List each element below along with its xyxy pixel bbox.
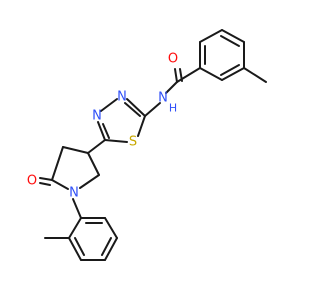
- bond: [62, 146, 89, 154]
- double-bond-inner: [74, 237, 85, 256]
- bond: [126, 98, 146, 117]
- bond-lines: [39, 29, 267, 261]
- double-bond-inner: [39, 182, 51, 186]
- bond: [199, 29, 223, 43]
- bond: [87, 139, 106, 154]
- bond: [104, 139, 128, 143]
- bond: [68, 217, 82, 239]
- double-bond-inner: [124, 102, 141, 117]
- bond: [39, 177, 53, 181]
- carbonyl-oxygen-label: O: [168, 52, 178, 67]
- pyrrolidine-nitrogen-label: N: [69, 186, 79, 201]
- double-bond-inner: [220, 64, 240, 76]
- double-bond-inner: [220, 35, 240, 47]
- bond: [51, 179, 69, 190]
- bond: [104, 217, 118, 239]
- bond: [97, 121, 106, 141]
- bond: [79, 174, 100, 189]
- bond: [104, 237, 118, 261]
- bond: [51, 146, 64, 181]
- bond: [165, 81, 178, 94]
- bond: [100, 98, 118, 112]
- amide-hydrogen-label: H: [169, 102, 177, 115]
- bond: [243, 67, 267, 83]
- thiadiazole-n1-label: N: [117, 90, 127, 105]
- bond: [72, 198, 82, 219]
- molecule-structure: O N H N N S O N: [27, 29, 267, 261]
- bond: [68, 237, 82, 261]
- bond: [137, 115, 146, 137]
- bond: [87, 152, 100, 176]
- amide-nitrogen-label: N: [158, 91, 168, 106]
- bond: [221, 29, 245, 43]
- bond: [199, 67, 223, 81]
- double-bond-inner: [101, 237, 112, 256]
- bond: [144, 102, 161, 117]
- thiadiazole-n2-label: N: [92, 109, 102, 124]
- thiadiazole-sulfur-label: S: [129, 135, 137, 150]
- double-bond-inner: [102, 123, 110, 139]
- atom-labels: O N H N N S O N: [27, 52, 178, 201]
- bond: [174, 68, 178, 83]
- bond: [221, 67, 245, 81]
- lactam-oxygen-label: O: [27, 174, 37, 189]
- double-bond-inner: [179, 68, 183, 82]
